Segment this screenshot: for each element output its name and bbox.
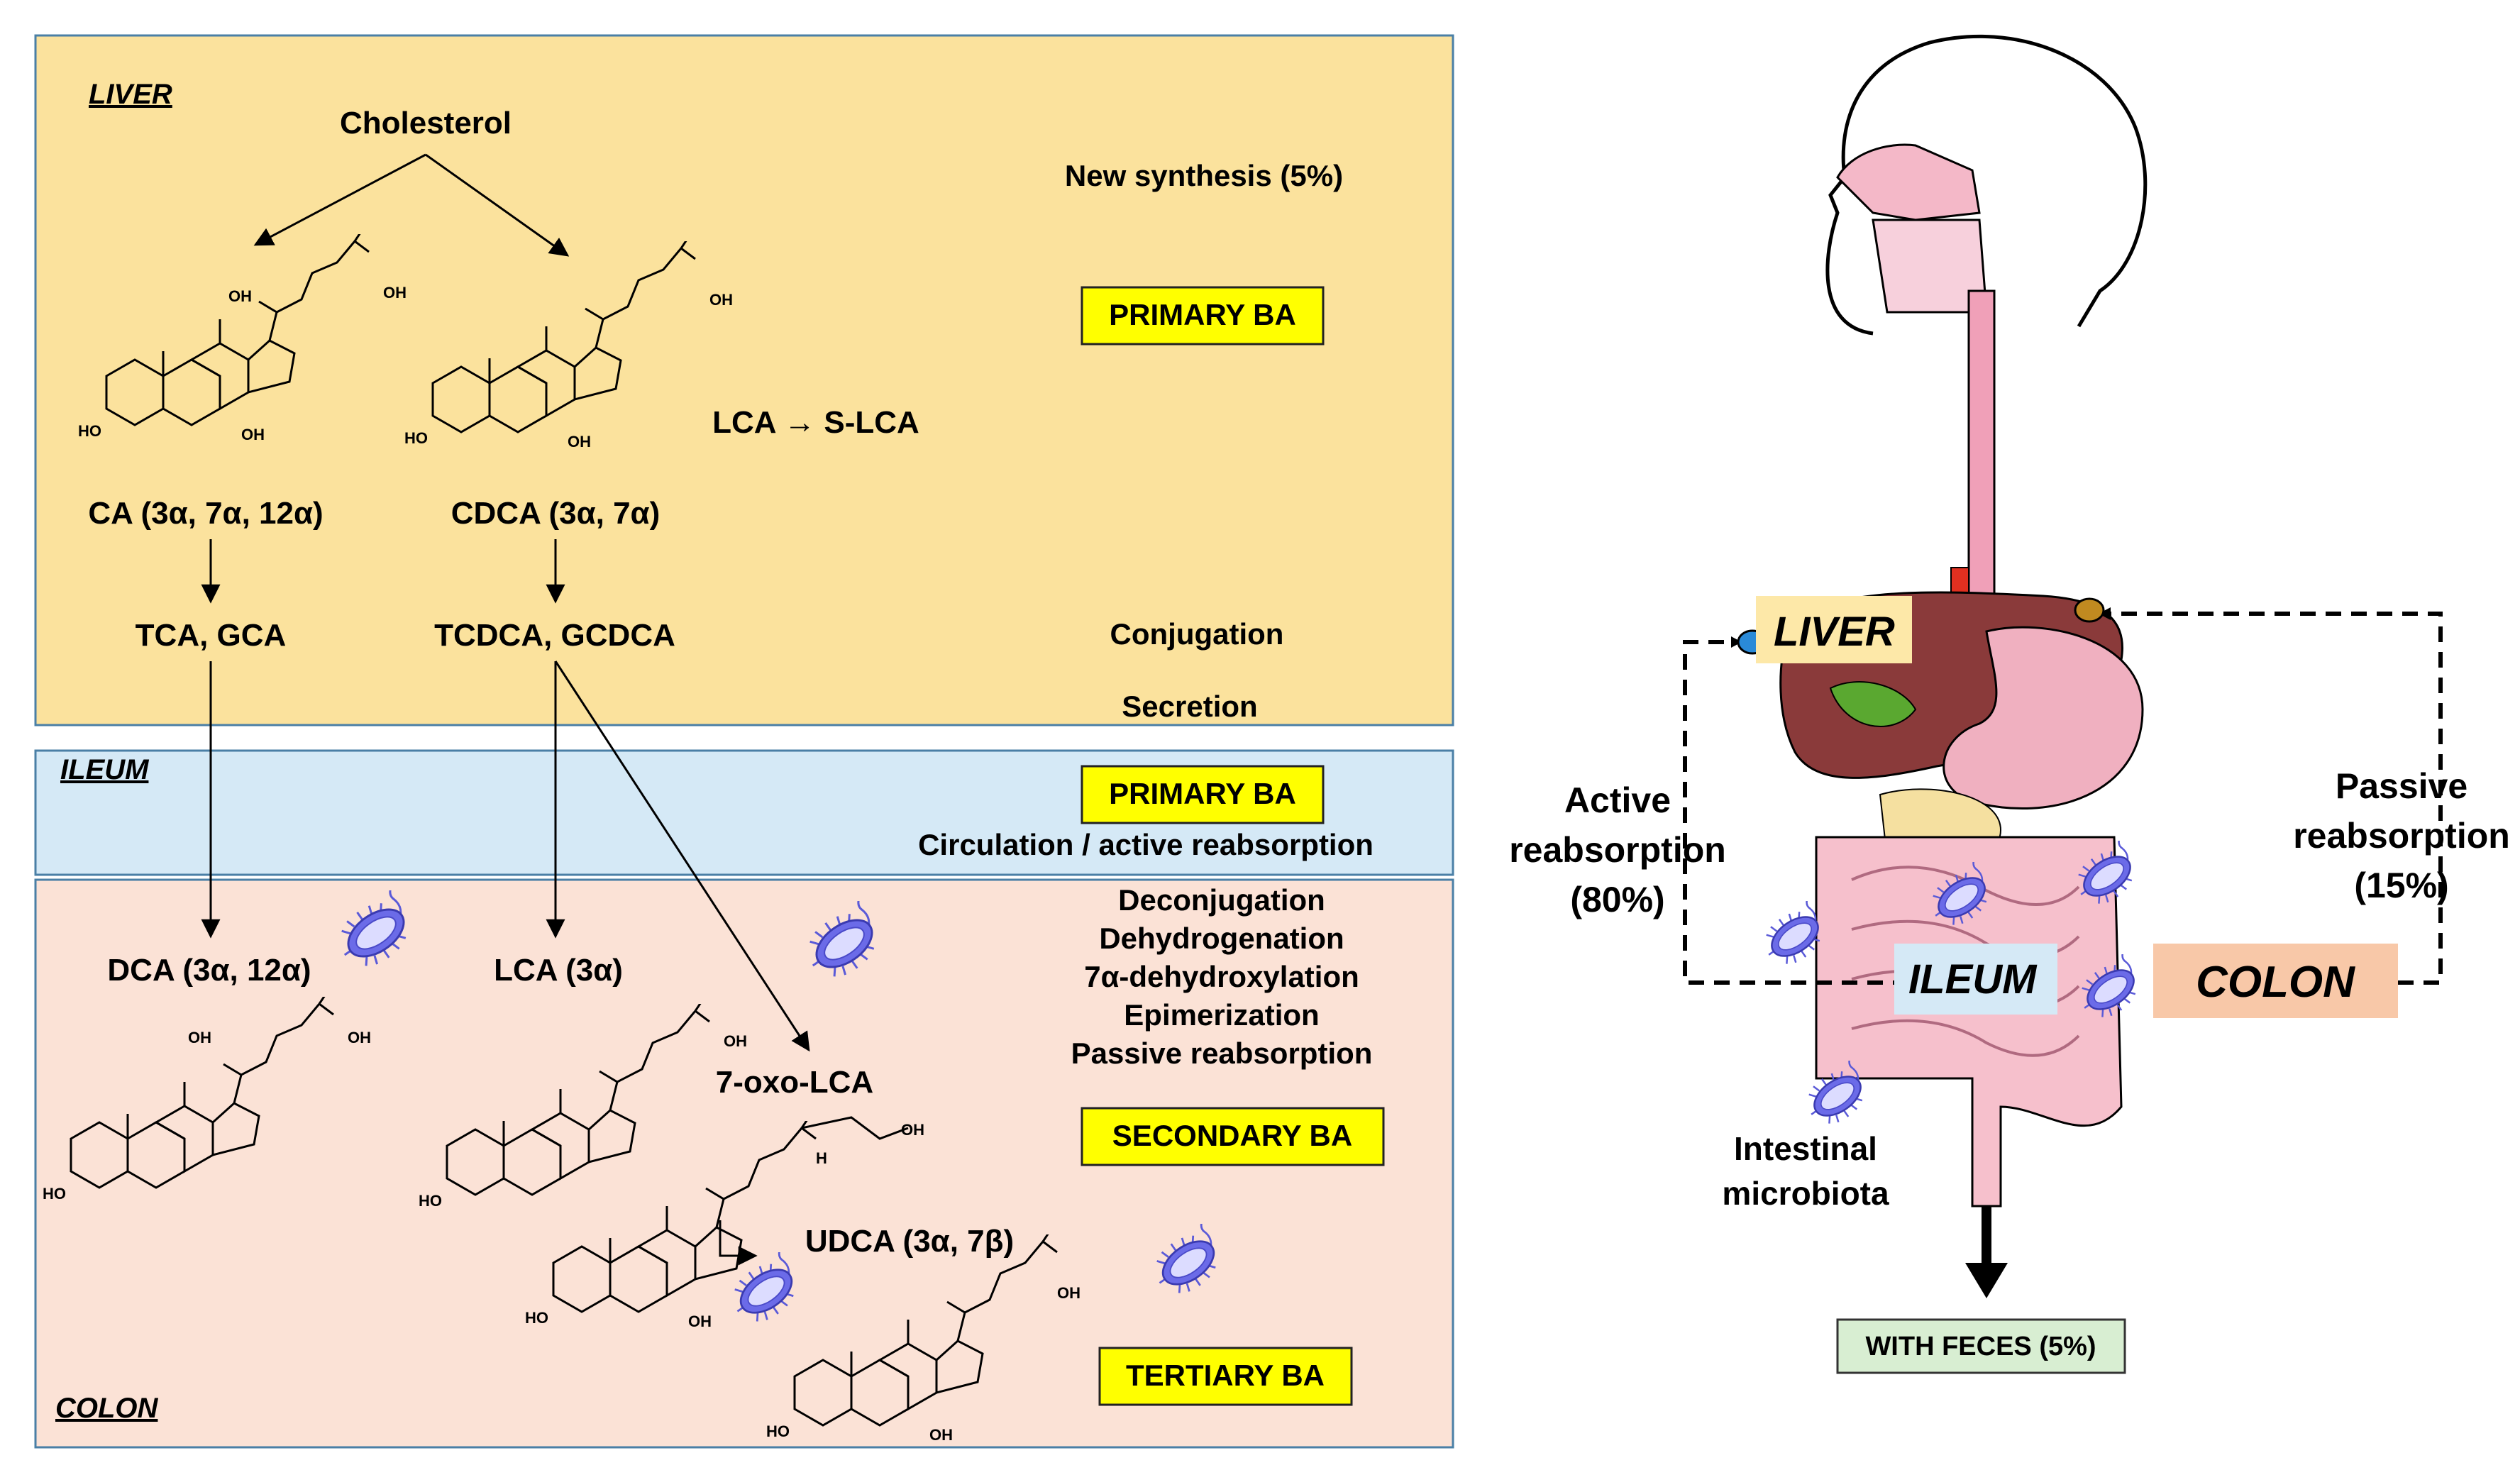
section-colon: COLON (55, 1393, 159, 1424)
svg-text:OH: OH (568, 433, 591, 451)
svg-text:OH: OH (1057, 1284, 1081, 1302)
dehydroxylation-label: 7α-dehydroxylation (1084, 960, 1359, 993)
svg-text:OH: OH (228, 287, 252, 305)
dca-structure: OH OH HO (43, 997, 371, 1203)
new-synthesis-label: New synthesis (5%) (1065, 159, 1343, 192)
tag-primary-ileum: PRIMARY BA (1081, 765, 1325, 824)
secretion-label: Secretion (1122, 690, 1257, 723)
microbiota-label-2: microbiota (1722, 1175, 1889, 1212)
liver-tag: LIVER (1756, 596, 1912, 663)
svg-text:HO: HO (404, 429, 428, 447)
active-label-3: (80%) (1570, 880, 1664, 919)
svg-text:SECONDARY BA: SECONDARY BA (1112, 1119, 1352, 1152)
svg-text:HO: HO (525, 1309, 548, 1327)
svg-text:WITH FECES (5%): WITH FECES (5%) (1865, 1332, 2096, 1361)
cdca-label: CDCA (3α, 7α) (451, 496, 661, 531)
svg-text:H: H (816, 1149, 827, 1167)
svg-text:OH: OH (241, 426, 265, 443)
cdca-structure: OH HO OH (404, 241, 733, 451)
svg-text:HO: HO (766, 1422, 790, 1440)
dehydrogenation-label: Dehydrogenation (1099, 922, 1344, 955)
ileum-tag: ILEUM (1894, 944, 2057, 1015)
dca-label: DCA (3α, 12α) (107, 953, 311, 988)
microbiota-label-1: Intestinal (1734, 1130, 1877, 1167)
tca-gca-label: TCA, GCA (136, 618, 287, 653)
feces-box: WITH FECES (5%) (1836, 1318, 2126, 1374)
svg-text:OH: OH (688, 1312, 712, 1330)
svg-text:OH: OH (901, 1121, 924, 1139)
section-ileum: ILEUM (60, 754, 150, 785)
head-outline-icon (1825, 34, 2148, 336)
cholesterol-label: Cholesterol (340, 106, 512, 140)
svg-text:TERTIARY BA: TERTIARY BA (1126, 1359, 1325, 1392)
lca-label: LCA (3α) (494, 953, 623, 988)
oxo-lca-structure: H OH HO OH (525, 1116, 924, 1330)
svg-text:OH: OH (348, 1029, 371, 1046)
passive-label-1: Passive (2336, 766, 2468, 806)
active-label-1: Active (1564, 780, 1671, 820)
svg-text:PRIMARY BA: PRIMARY BA (1109, 777, 1296, 810)
svg-text:OH: OH (383, 284, 407, 302)
passive-reabsorption-label: Passive reabsorption (1071, 1037, 1373, 1070)
lca-structure: OH HO (419, 1004, 747, 1210)
colon-tag: COLON (2153, 944, 2398, 1018)
circulation-label: Circulation / active reabsorption (918, 828, 1374, 861)
svg-text:ILEUM: ILEUM (1908, 956, 2038, 1002)
portal-entry-dot (2074, 597, 2105, 623)
tcdca-gcdca-label: TCDCA, GCDCA (434, 618, 675, 653)
svg-text:OH: OH (929, 1426, 953, 1444)
svg-text:OH: OH (188, 1029, 211, 1046)
conjugation-label: Conjugation (1110, 617, 1284, 651)
svg-text:OH: OH (724, 1032, 747, 1050)
tag-secondary: SECONDARY BA (1081, 1107, 1385, 1166)
oxo-lca-label: 7-oxo-LCA (716, 1065, 873, 1100)
passive-label-2: reabsorption (2293, 816, 2510, 856)
reabsorption-paths (1683, 612, 2443, 985)
ca-structure: OH OH HO OH (78, 234, 407, 443)
epimerization-label: Epimerization (1124, 998, 1319, 1032)
svg-text:HO: HO (419, 1192, 442, 1210)
passive-label-3: (15%) (2354, 866, 2448, 905)
active-label-2: reabsorption (1509, 830, 1726, 870)
ca-label: CA (3α, 7α, 12α) (88, 496, 323, 531)
svg-text:COLON: COLON (2196, 958, 2355, 1007)
svg-text:PRIMARY BA: PRIMARY BA (1109, 298, 1296, 331)
svg-text:HO: HO (78, 422, 101, 440)
section-liver: LIVER (89, 79, 172, 110)
udca-structure: OH HO OH (766, 1234, 1081, 1444)
udca-label: UDCA (3α, 7β) (805, 1224, 1014, 1259)
tag-primary-liver: PRIMARY BA (1081, 286, 1325, 346)
svg-text:HO: HO (43, 1185, 66, 1203)
pathway-arrows (201, 153, 810, 1266)
svg-text:OH: OH (709, 291, 733, 309)
deconjugation-label: Deconjugation (1118, 883, 1325, 917)
tag-tertiary: TERTIARY BA (1098, 1347, 1353, 1406)
liver-panel (34, 34, 1454, 726)
lca-slca-label: LCA → S-LCA (712, 405, 919, 440)
svg-text:LIVER: LIVER (1774, 609, 1895, 655)
